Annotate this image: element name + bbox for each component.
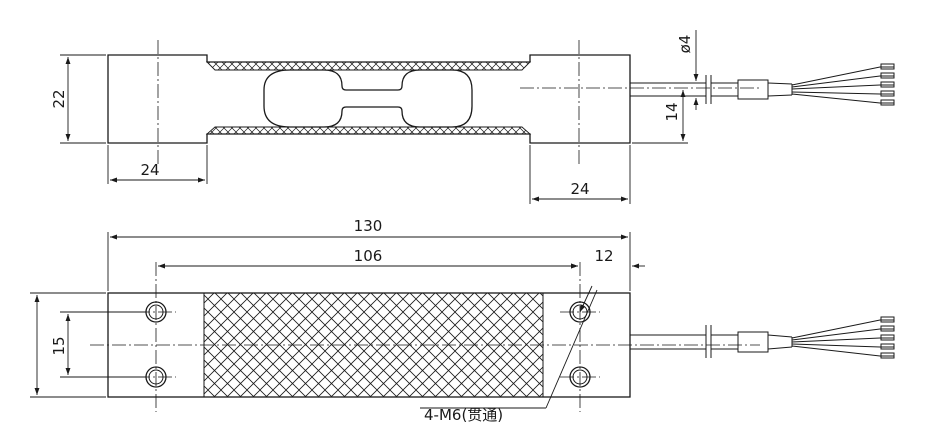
dim-22-label: 22 xyxy=(50,89,68,108)
top-hatch-lower xyxy=(205,126,532,135)
dim-106-label: 106 xyxy=(354,247,383,265)
top-hatch-upper xyxy=(205,61,532,71)
top-cable-taper-1 xyxy=(767,82,793,85)
bottom-cable-sleeve xyxy=(737,331,769,353)
top-cable-taper-2 xyxy=(767,94,793,97)
bottom-view: 130 106 12 15 4-M6(贯通) xyxy=(30,217,895,424)
bottom-wire-fan xyxy=(791,316,895,359)
top-wire-fan xyxy=(791,63,895,106)
dim-24-left-label: 24 xyxy=(140,161,159,179)
top-view: 22 ø4 14 24 24 xyxy=(50,30,895,204)
top-cable-sleeve xyxy=(737,79,769,100)
dogbone-slot xyxy=(263,69,473,128)
dim-130-label: 130 xyxy=(354,217,383,235)
dim-14-label: 14 xyxy=(663,102,681,121)
dim-cable-diameter-label: ø4 xyxy=(676,35,694,54)
callout-leader xyxy=(545,289,598,409)
hole-callout-label: 4-M6(贯通) xyxy=(424,406,503,424)
dim-15-label: 15 xyxy=(50,336,68,355)
dim-12-label: 12 xyxy=(594,247,613,265)
dim-24-right-label: 24 xyxy=(570,180,589,198)
